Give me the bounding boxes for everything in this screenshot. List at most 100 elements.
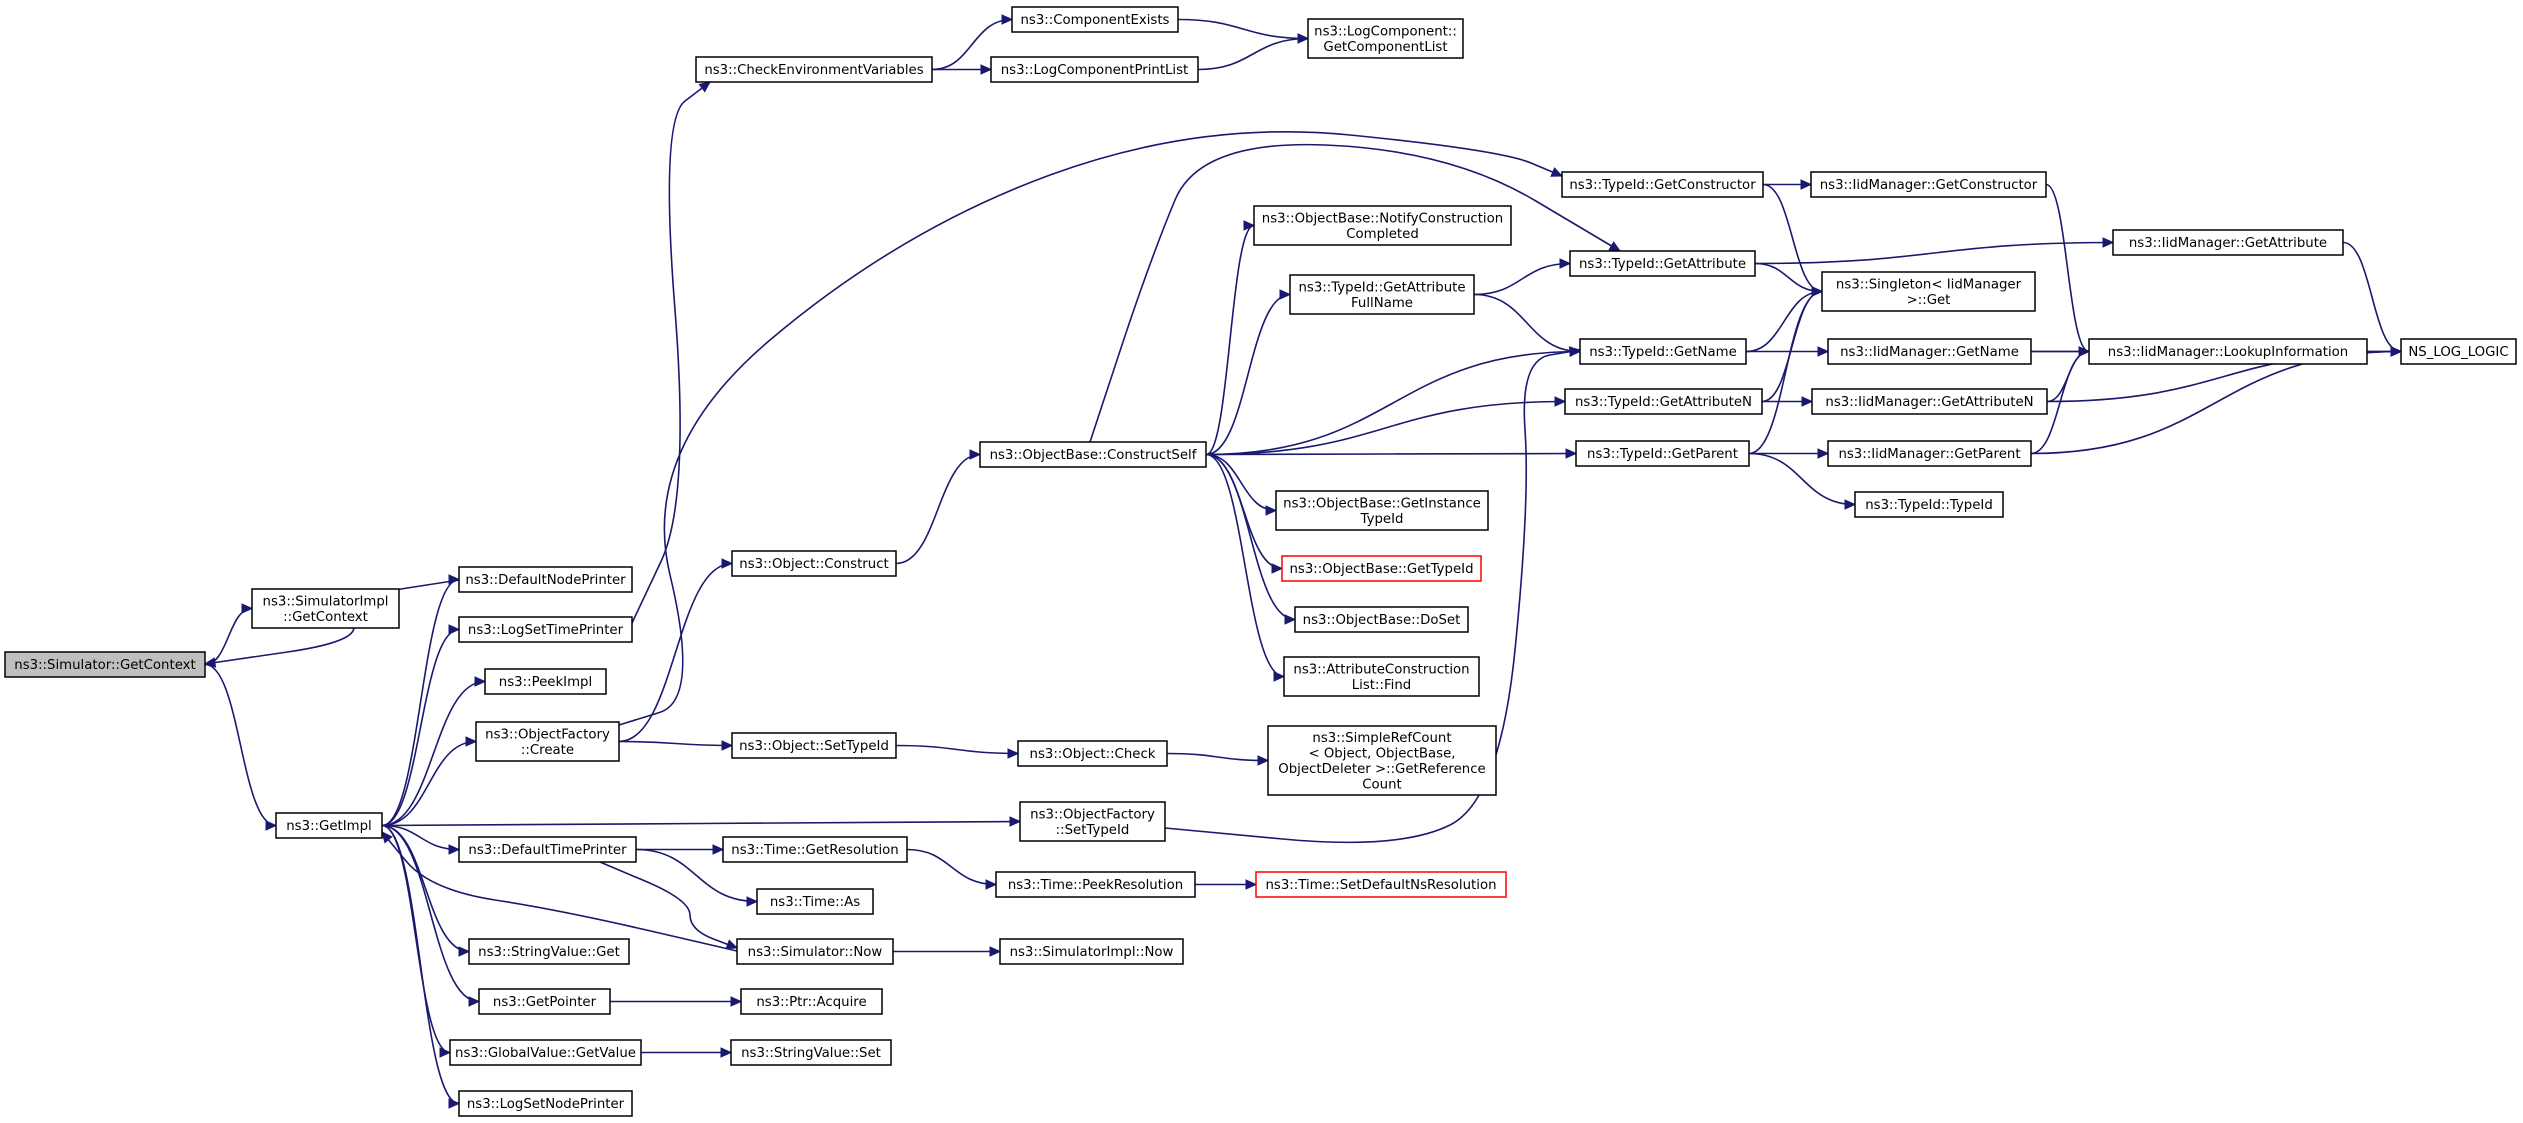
- node-objbase-gettypeid[interactable]: ns3::ObjectBase::GetTypeId: [1281, 555, 1482, 582]
- node-label: ns3::Simulator::GetContext: [14, 658, 195, 673]
- node-checkenv[interactable]: ns3::CheckEnvironmentVariables: [695, 56, 933, 83]
- edge-line: [1205, 400, 1566, 456]
- edge-globalvalue_getvalue-to-stringvalue_set: [641, 1047, 733, 1058]
- node-logsettimeprinter[interactable]: ns3::LogSetTimePrinter: [458, 616, 633, 643]
- edge-arrowhead: [2102, 237, 2115, 248]
- node-time-peekresolution[interactable]: ns3::Time::PeekResolution: [995, 871, 1196, 898]
- edge-arrowhead: [468, 996, 481, 1007]
- edge-iid_getconstructor-to-iid_lookupinformation: [2045, 183, 2091, 357]
- node-label: ns3::AttributeConstruction: [1293, 662, 1469, 677]
- edge-iid_getparent-to-iid_lookupinformation: [2030, 346, 2091, 455]
- node-objbase-notify[interactable]: ns3::ObjectBase::NotifyConstructionCompl…: [1253, 205, 1512, 246]
- node-singleton-get[interactable]: ns3::Singleton< IidManager >::Get: [1821, 271, 2036, 312]
- node-getpointer[interactable]: ns3::GetPointer: [478, 988, 611, 1015]
- node-label: ns3::Object::Construct: [739, 557, 888, 572]
- node-label: ns3::Object::SetTypeId: [739, 739, 889, 754]
- node-sim-getcontext[interactable]: ns3::Simulator::GetContext: [4, 651, 206, 678]
- node-ptr-acquire[interactable]: ns3::Ptr::Acquire: [740, 988, 883, 1015]
- node-objbase-constructself[interactable]: ns3::ObjectBase::ConstructSelf: [979, 441, 1207, 468]
- node-iid-getconstructor[interactable]: ns3::IidManager::GetConstructor: [1810, 171, 2047, 198]
- node-box: [275, 812, 383, 839]
- edge-arrowhead: [720, 1047, 733, 1058]
- edge-objfactory_create-to-typeid_getconstructor: [618, 130, 1564, 726]
- node-simimpl-getcontext[interactable]: ns3::SimulatorImpl::GetContext: [251, 588, 400, 629]
- edge-line: [381, 824, 451, 1054]
- edge-typeid_getparent-to-iid_getparent: [1748, 448, 1830, 459]
- node-defaulttimeprinter[interactable]: ns3::DefaultTimePrinter: [458, 836, 637, 863]
- node-simimpl-now[interactable]: ns3::SimulatorImpl::Now: [999, 938, 1184, 965]
- edge-line: [381, 740, 477, 827]
- node-box: [458, 566, 633, 593]
- node-objfactory-settypeid[interactable]: ns3::ObjectFactory::SetTypeId: [1019, 801, 1166, 842]
- node-label: ns3::IidManager::GetConstructor: [1820, 178, 2038, 193]
- node-typeid-getparent[interactable]: ns3::TypeId::GetParent: [1575, 440, 1750, 467]
- node-ns-log-logic[interactable]: NS_LOG_LOGIC: [2400, 338, 2517, 365]
- edge-simulator_now-to-simimpl_now: [893, 946, 1002, 957]
- node-stringvalue-get[interactable]: ns3::StringValue::Get: [468, 938, 630, 965]
- node-iid-lookupinformation[interactable]: ns3::IidManager::LookupInformation: [2088, 338, 2368, 365]
- node-typeid-typeid[interactable]: ns3::TypeId::TypeId: [1854, 491, 2004, 518]
- node-iid-getattribute[interactable]: ns3::IidManager::GetAttribute: [2112, 229, 2344, 256]
- node-globalvalue-getvalue[interactable]: ns3::GlobalValue::GetValue: [449, 1039, 642, 1066]
- node-objfactory-create[interactable]: ns3::ObjectFactory::Create: [475, 721, 620, 762]
- node-box: [1019, 801, 1166, 842]
- node-logsetnodeprinter[interactable]: ns3::LogSetNodePrinter: [458, 1090, 633, 1117]
- node-label: ns3::SimpleRefCount: [1312, 731, 1451, 746]
- node-label: ns3::IidManager::GetParent: [1838, 447, 2020, 462]
- node-label: ns3::ObjectBase::GetInstance: [1283, 496, 1481, 511]
- edge-line: [1197, 37, 1309, 71]
- node-box: [1283, 656, 1480, 697]
- edge-arrowhead: [721, 558, 734, 569]
- node-defaultnodeprinter[interactable]: ns3::DefaultNodePrinter: [458, 566, 633, 593]
- node-label: ns3::CheckEnvironmentVariables: [704, 63, 923, 78]
- edge-objbase_constructself-to-typeid_getparent: [1205, 448, 1578, 459]
- edge-defaulttimeprinter-to-time_getresolution: [636, 844, 725, 855]
- edge-line: [381, 824, 480, 1003]
- node-label: ns3::TypeId::GetConstructor: [1569, 178, 1756, 193]
- node-box: [1307, 18, 1464, 59]
- node-logcomponentprintlist[interactable]: ns3::LogComponentPrintList: [990, 56, 1199, 83]
- node-time-getresolution[interactable]: ns3::Time::GetResolution: [722, 836, 908, 863]
- node-typeid-getconstructor[interactable]: ns3::TypeId::GetConstructor: [1561, 171, 1764, 198]
- node-typeid-getname[interactable]: ns3::TypeId::GetName: [1579, 338, 1747, 365]
- node-iid-getattributen[interactable]: ns3::IidManager::GetAttributeN: [1811, 388, 2048, 415]
- edge-arrowhead: [712, 844, 725, 855]
- node-box: [1854, 491, 2004, 518]
- node-componentexists[interactable]: ns3::ComponentExists: [1011, 6, 1179, 33]
- node-logcomponent-getlist[interactable]: ns3::LogComponent::GetComponentList: [1307, 18, 1464, 59]
- node-object-construct[interactable]: ns3::Object::Construct: [731, 550, 897, 577]
- node-objbase-doset[interactable]: ns3::ObjectBase::DoSet: [1294, 606, 1469, 633]
- node-object-check[interactable]: ns3::Object::Check: [1017, 740, 1168, 767]
- node-object-settypeid[interactable]: ns3::Object::SetTypeId: [731, 732, 897, 759]
- edge-arrowhead: [969, 449, 982, 460]
- node-typeid-getattribute[interactable]: ns3::TypeId::GetAttribute: [1569, 250, 1756, 277]
- node-peekimpl[interactable]: ns3::PeekImpl: [484, 668, 607, 695]
- node-box: [1827, 338, 2032, 365]
- node-box: [484, 668, 607, 695]
- node-stringvalue-set[interactable]: ns3::StringValue::Set: [730, 1039, 892, 1066]
- node-simulator-now[interactable]: ns3::Simulator::Now: [736, 938, 894, 965]
- node-iid-getname[interactable]: ns3::IidManager::GetName: [1827, 338, 2032, 365]
- edge-line: [931, 18, 1013, 71]
- node-label: ns3::TypeId::GetAttributeN: [1575, 395, 1752, 410]
- node-label: ns3::DefaultNodePrinter: [465, 573, 626, 588]
- node-box: [1011, 6, 1179, 33]
- node-label: ns3::ObjectBase::DoSet: [1303, 613, 1461, 628]
- node-box: [1255, 871, 1507, 898]
- node-label: ns3::LogComponentPrintList: [1001, 63, 1189, 78]
- edge-checkenv-to-componentexists: [931, 14, 1014, 71]
- edge-arrowhead: [448, 844, 461, 855]
- edge-time_peekresolution-to-time_setdefaultnsres: [1195, 879, 1258, 890]
- node-iid-getparent[interactable]: ns3::IidManager::GetParent: [1827, 440, 2032, 467]
- edge-defaulttimeprinter-to-simulator_now: [599, 861, 739, 950]
- node-time-as[interactable]: ns3::Time::As: [756, 888, 874, 915]
- edge-arrowhead: [1297, 33, 1310, 44]
- node-getimpl[interactable]: ns3::GetImpl: [275, 812, 383, 839]
- node-simplerefcount[interactable]: ns3::SimpleRefCount< Object, ObjectBase,…: [1267, 725, 1497, 796]
- edge-typeid_getconstructor-to-iid_getconstructor: [1763, 179, 1813, 190]
- node-time-setdefaultnsres[interactable]: ns3::Time::SetDefaultNsResolution: [1255, 871, 1507, 898]
- node-typeid-getattributen[interactable]: ns3::TypeId::GetAttributeN: [1564, 388, 1763, 415]
